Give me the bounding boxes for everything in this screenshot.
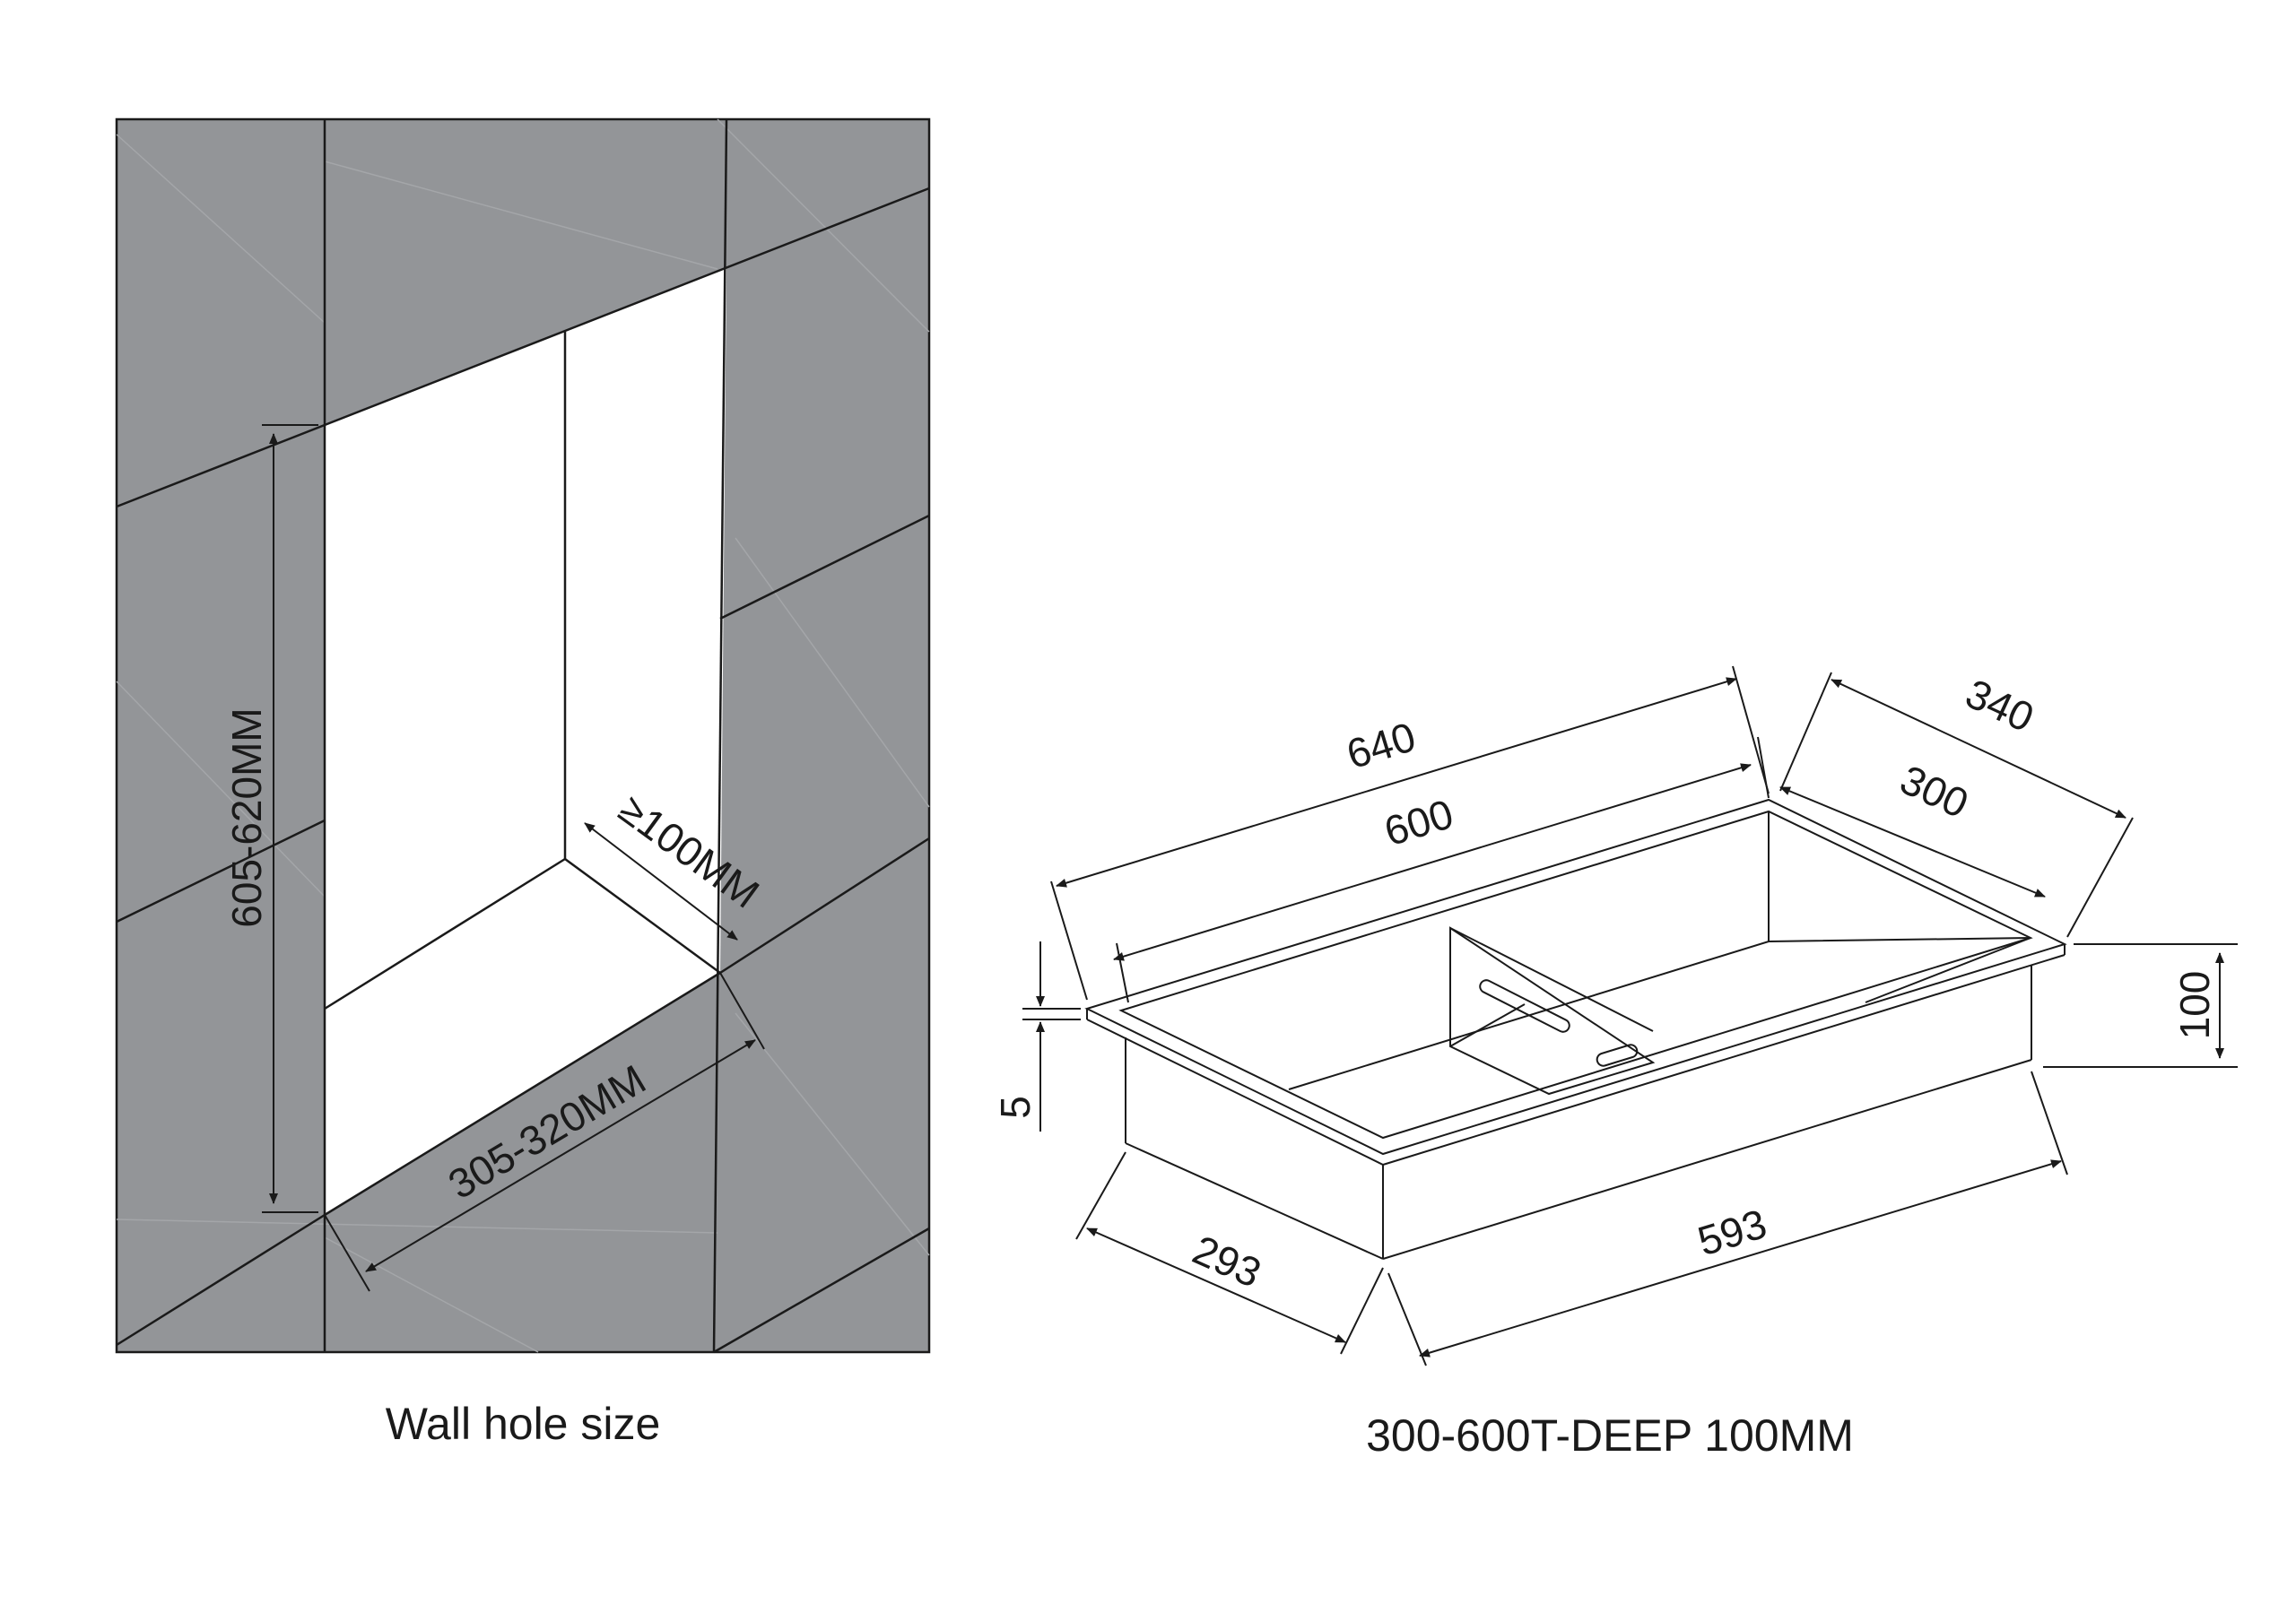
dim-593-label: 593 bbox=[1692, 1200, 1772, 1264]
niche-flange-outer bbox=[1084, 798, 2067, 1156]
depth-dim-line bbox=[584, 822, 738, 941]
dim-593-line bbox=[1419, 1159, 2062, 1357]
dim-293-line bbox=[1086, 1227, 1346, 1343]
dim-640-label: 640 bbox=[1342, 713, 1422, 777]
niche-figure: 640 600 340 300 100 5 293 593 300-600T-D… bbox=[992, 665, 2238, 1461]
dim-340-line bbox=[1831, 679, 2126, 819]
niche-body bbox=[1084, 798, 2067, 1260]
dim-600-label: 600 bbox=[1379, 790, 1459, 854]
niche-caption: 300-600T-DEEP 100MM bbox=[1366, 1410, 1854, 1461]
dim-5-label: 5 bbox=[992, 1096, 1039, 1119]
dim-100-label: 100 bbox=[2171, 971, 2218, 1040]
niche-back-wall bbox=[565, 267, 726, 973]
niche-dimensions bbox=[1022, 665, 2238, 1366]
wall-height-label: 605-620MM bbox=[223, 707, 270, 927]
dim-300-label: 300 bbox=[1893, 756, 1976, 828]
dim-300-line bbox=[1779, 786, 2046, 898]
wall-hole-figure: 605-620MM ≥100MM 305-320MM Wall hole siz… bbox=[115, 117, 931, 1449]
dim-293-label: 293 bbox=[1187, 1226, 1268, 1297]
niche-divider bbox=[1449, 926, 1656, 1096]
width-dim-line bbox=[365, 1039, 756, 1272]
dim-640-line bbox=[1056, 677, 1737, 888]
dim-340-label: 340 bbox=[1959, 670, 2041, 742]
wall-dimensions bbox=[262, 424, 765, 1292]
wall-caption: Wall hole size bbox=[386, 1399, 661, 1449]
niche-left-side bbox=[325, 332, 565, 1009]
dim-600-line bbox=[1113, 763, 1752, 961]
